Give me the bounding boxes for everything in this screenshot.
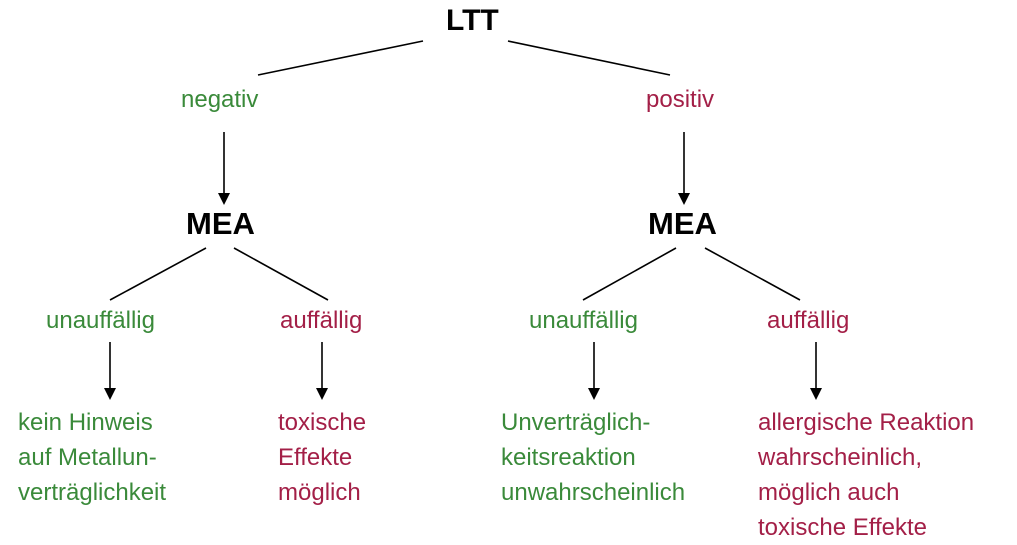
line-mea-left-unauffaellig [109,247,207,301]
result-line: kein Hinweis [18,409,153,436]
outcome-pos-auffaellig: auffällig [767,307,850,334]
mea-node-negative: MEA [186,206,255,241]
outcome-neg-unauffaellig: unauffällig [46,307,155,334]
result-line: wahrscheinlich, [758,444,923,471]
line-mea-left-auffaellig [233,247,329,301]
line-mea-right-auffaellig [704,247,801,301]
branch-label-positiv: positiv [646,86,715,113]
result-neg-auffaellig: toxische Effekte möglich [278,405,366,510]
result-line: unwahrscheinlich [501,479,686,506]
result-line: möglich auch [758,479,900,506]
outcome-pos-unauffaellig: unauffällig [529,307,638,334]
result-pos-auffaellig: allergische Reaktion wahrscheinlich, mög… [758,405,974,545]
result-pos-unauffaellig: Unverträglich- keitsreaktion unwahrschei… [501,405,685,510]
line-ltt-positiv [507,40,671,76]
result-line: Effekte [278,444,353,471]
result-line: verträglichkeit [18,479,167,506]
result-neg-unauffaellig: kein Hinweis auf Metallun- verträglichke… [18,405,166,510]
result-line: toxische [278,409,367,436]
result-line: toxische Effekte [758,514,927,541]
root-ltt: LTT [446,4,499,37]
result-line: keitsreaktion [501,444,636,471]
line-ltt-negativ [257,40,424,76]
outcome-neg-auffaellig: auffällig [280,307,363,334]
result-line: allergische Reaktion [758,409,975,436]
branch-label-negativ: negativ [181,86,259,113]
result-line: möglich [278,479,361,506]
mea-node-positive: MEA [648,206,717,241]
result-line: Unverträglich- [501,409,651,436]
result-line: auf Metallun- [18,444,157,471]
line-mea-right-unauffaellig [582,247,677,301]
